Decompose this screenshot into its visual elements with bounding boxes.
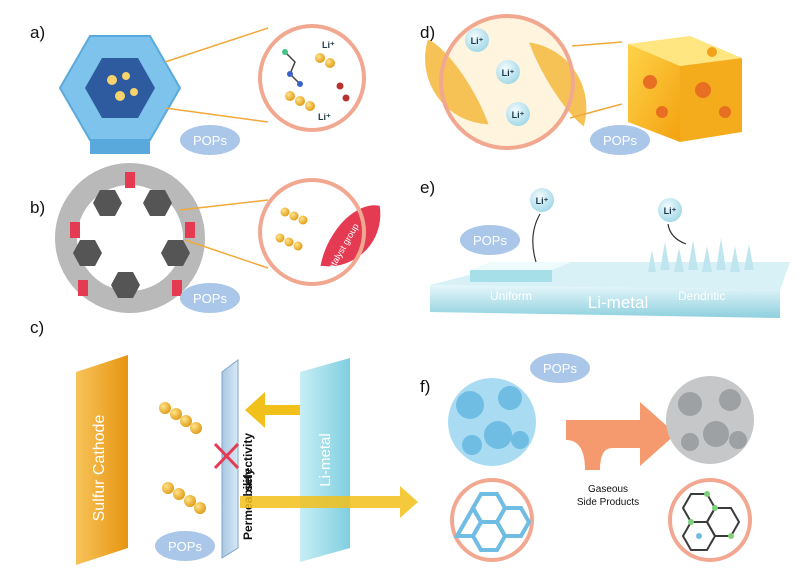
zoom-circle-b: Catalyst group [258,178,398,286]
panel-c-label: c) [30,318,44,337]
panel-e: e) POPs Li-metal Uniform Dendritic Li⁺ L [420,178,790,318]
zoom-line [179,199,269,211]
catalyst-site [125,172,135,188]
zoom-line [164,107,269,123]
polysulfide-chain [162,482,206,514]
pops-label: POPs [168,539,202,554]
sulfur-cathode-label: Sulfur Cathode [91,415,108,522]
li-metal-label: Li-metal [317,433,334,486]
porous-cheese-block [628,36,742,142]
panel-d-label: d) [420,23,435,42]
pops-badge [155,531,215,561]
li-ion-label: Li⁺ [664,206,677,216]
conversion-arrow [566,402,676,470]
side-products-label: Side Products [577,497,639,508]
zoom-line [571,41,623,47]
gaseous-label: Gaseous [588,484,628,495]
catalyst-site [172,280,182,296]
pore-particle [115,91,125,101]
li-ion-label: Li⁺ [502,68,515,78]
dendritic-label: Dendritic [678,289,725,303]
pops-badge [180,283,240,313]
panel-c: c) Sulfur Cathode selectivity Permeabili… [30,318,418,565]
zoom-line [164,27,269,63]
zoom-line [184,239,269,269]
panel-f: f) POPs Gaseous Side Products [420,353,754,562]
hexagonal-framework-blue [58,35,182,154]
pore-particle [122,72,130,80]
panel-e-label: e) [420,178,435,197]
blue-porous-polymer [448,378,536,466]
panel-a: a) Li⁺ Li⁺ POPs [30,23,366,155]
zoom-circle-f-left [450,478,534,562]
sulfur-cathode: Sulfur Cathode [76,355,128,565]
uniform-label: Uniform [490,289,532,303]
selectivity-arrow [245,392,300,428]
li-metal-anode: Li-metal [300,358,350,562]
li-ion [658,198,682,222]
panel-d: d) Li⁺ Li⁺ Li⁺ POPs [415,14,742,155]
catalyst-site [70,222,80,238]
pops-label: POPs [193,133,227,148]
panel-b-label: b) [30,198,45,217]
catalyst-site [78,280,88,296]
pops-label: POPs [543,361,577,376]
li-ion-label: Li⁺ [536,196,549,206]
permeability-arrow [240,486,418,518]
zoom-line [569,103,623,119]
panel-a-label: a) [30,23,45,42]
deposition-arrow [532,213,541,263]
zoom-circle-d: Li⁺ Li⁺ Li⁺ [415,14,601,150]
polysulfide-chain [159,402,202,434]
li-ion-label: Li⁺ [322,40,335,50]
deposition-arrow [667,223,687,245]
li-ion-label: Li⁺ [318,112,331,122]
pore-particle [107,75,117,85]
gray-porous-carbon [666,376,754,464]
pore-particle [130,88,138,96]
pops-label: POPs [603,133,637,148]
pops-label: POPs [193,291,227,306]
pops-badge [590,125,650,155]
pops-badge [180,125,240,155]
pops-label: POPs [473,233,507,248]
selectivity-label: selectivity [241,433,255,491]
dendrites [648,238,754,272]
uniform-deposition-layer [470,262,572,282]
li-ion-label: Li⁺ [512,110,525,120]
panel-f-label: f) [420,377,430,396]
block-cross-icon [213,442,240,470]
catalyst-site [185,222,195,238]
zoom-circle-a: Li⁺ Li⁺ [258,24,366,132]
panel-b: b) Catalyst group [30,163,398,313]
zoom-circle-f-right [668,478,752,562]
pops-badge [460,225,520,255]
hexagonal-framework-gray [55,163,205,313]
pops-badge [530,353,590,383]
li-ion-label: Li⁺ [471,36,484,46]
li-ion [530,188,554,212]
li-metal-slab-label: Li-metal [588,293,648,312]
